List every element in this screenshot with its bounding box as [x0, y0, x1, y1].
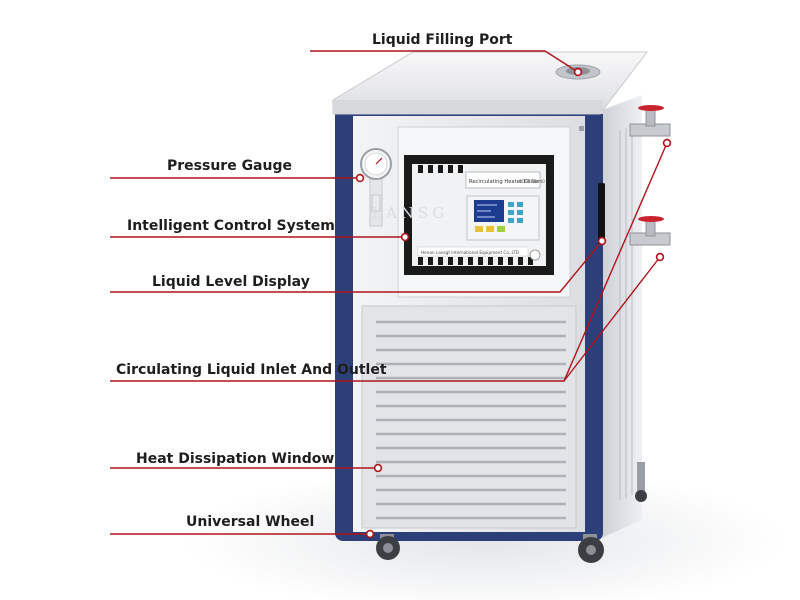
dot-intelligent-control-system: [400, 232, 410, 242]
panel-model: GDSZ-10/-40: [519, 179, 545, 184]
label-heat-dissipation-window: Heat Dissipation Window: [136, 451, 335, 467]
panel-maker: Henan Lansgt International Equipment Co.…: [421, 250, 519, 255]
dot-universal-wheel: [365, 529, 375, 539]
label-liquid-level-display: Liquid Level Display: [152, 274, 310, 290]
dot-liquid-filling-port: [573, 67, 583, 77]
label-liquid-filling-port: Liquid Filling Port: [372, 32, 513, 48]
pressure-gauge: [360, 148, 392, 227]
leader-liquid-level-display: [110, 240, 603, 293]
dot-liquid-level-display: [597, 236, 607, 246]
dot-heat-dissipation-window: [373, 463, 383, 473]
dot-top-valve: [662, 138, 672, 148]
label-pressure-gauge: Pressure Gauge: [167, 158, 292, 174]
power-switch: [529, 249, 541, 261]
label-intelligent-control-system: Intelligent Control System: [127, 218, 335, 234]
heat-dissipation-window: [361, 305, 577, 529]
control-keypad: [475, 202, 523, 232]
panel-title: Recirculating Heater Chiller: [469, 179, 541, 185]
leader-inlet-to-bottom-valve: [563, 256, 661, 382]
panel-screw: [579, 126, 584, 131]
label-circulating-liquid-inlet-outlet: Circulating Liquid Inlet And Outlet: [116, 362, 387, 378]
dot-pressure-gauge: [355, 173, 365, 183]
watermark-upper: LANSG: [372, 204, 448, 222]
universal-wheels: [376, 462, 647, 563]
inlet-outlet-valves: [629, 105, 671, 246]
leader-liquid-filling-port: [310, 50, 579, 73]
controller-panel: Recirculating Heater Chiller GDSZ-10/-40…: [404, 155, 554, 275]
label-universal-wheel: Universal Wheel: [186, 514, 315, 530]
liquid-level-display: [598, 183, 605, 245]
dot-bottom-valve: [655, 252, 665, 262]
side-panel: [597, 95, 642, 540]
